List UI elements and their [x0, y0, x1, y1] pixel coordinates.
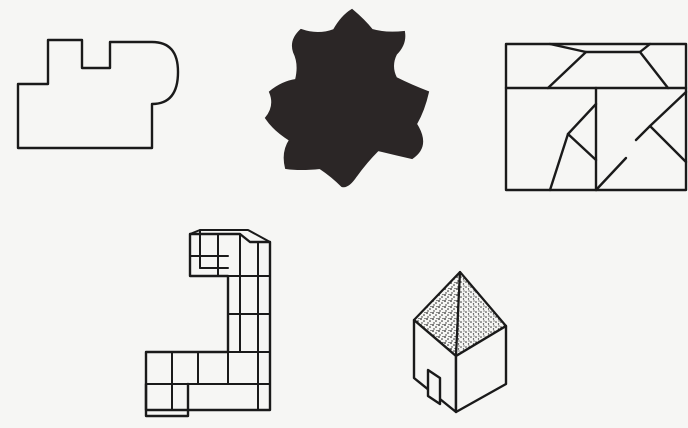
black-blob-shape-icon	[266, 10, 428, 186]
zigzag-rectangle-icon	[506, 44, 686, 190]
notched-outline-shape-icon	[18, 40, 178, 148]
cube-stack-icon	[146, 230, 270, 416]
house-pyramid-icon	[414, 272, 506, 412]
